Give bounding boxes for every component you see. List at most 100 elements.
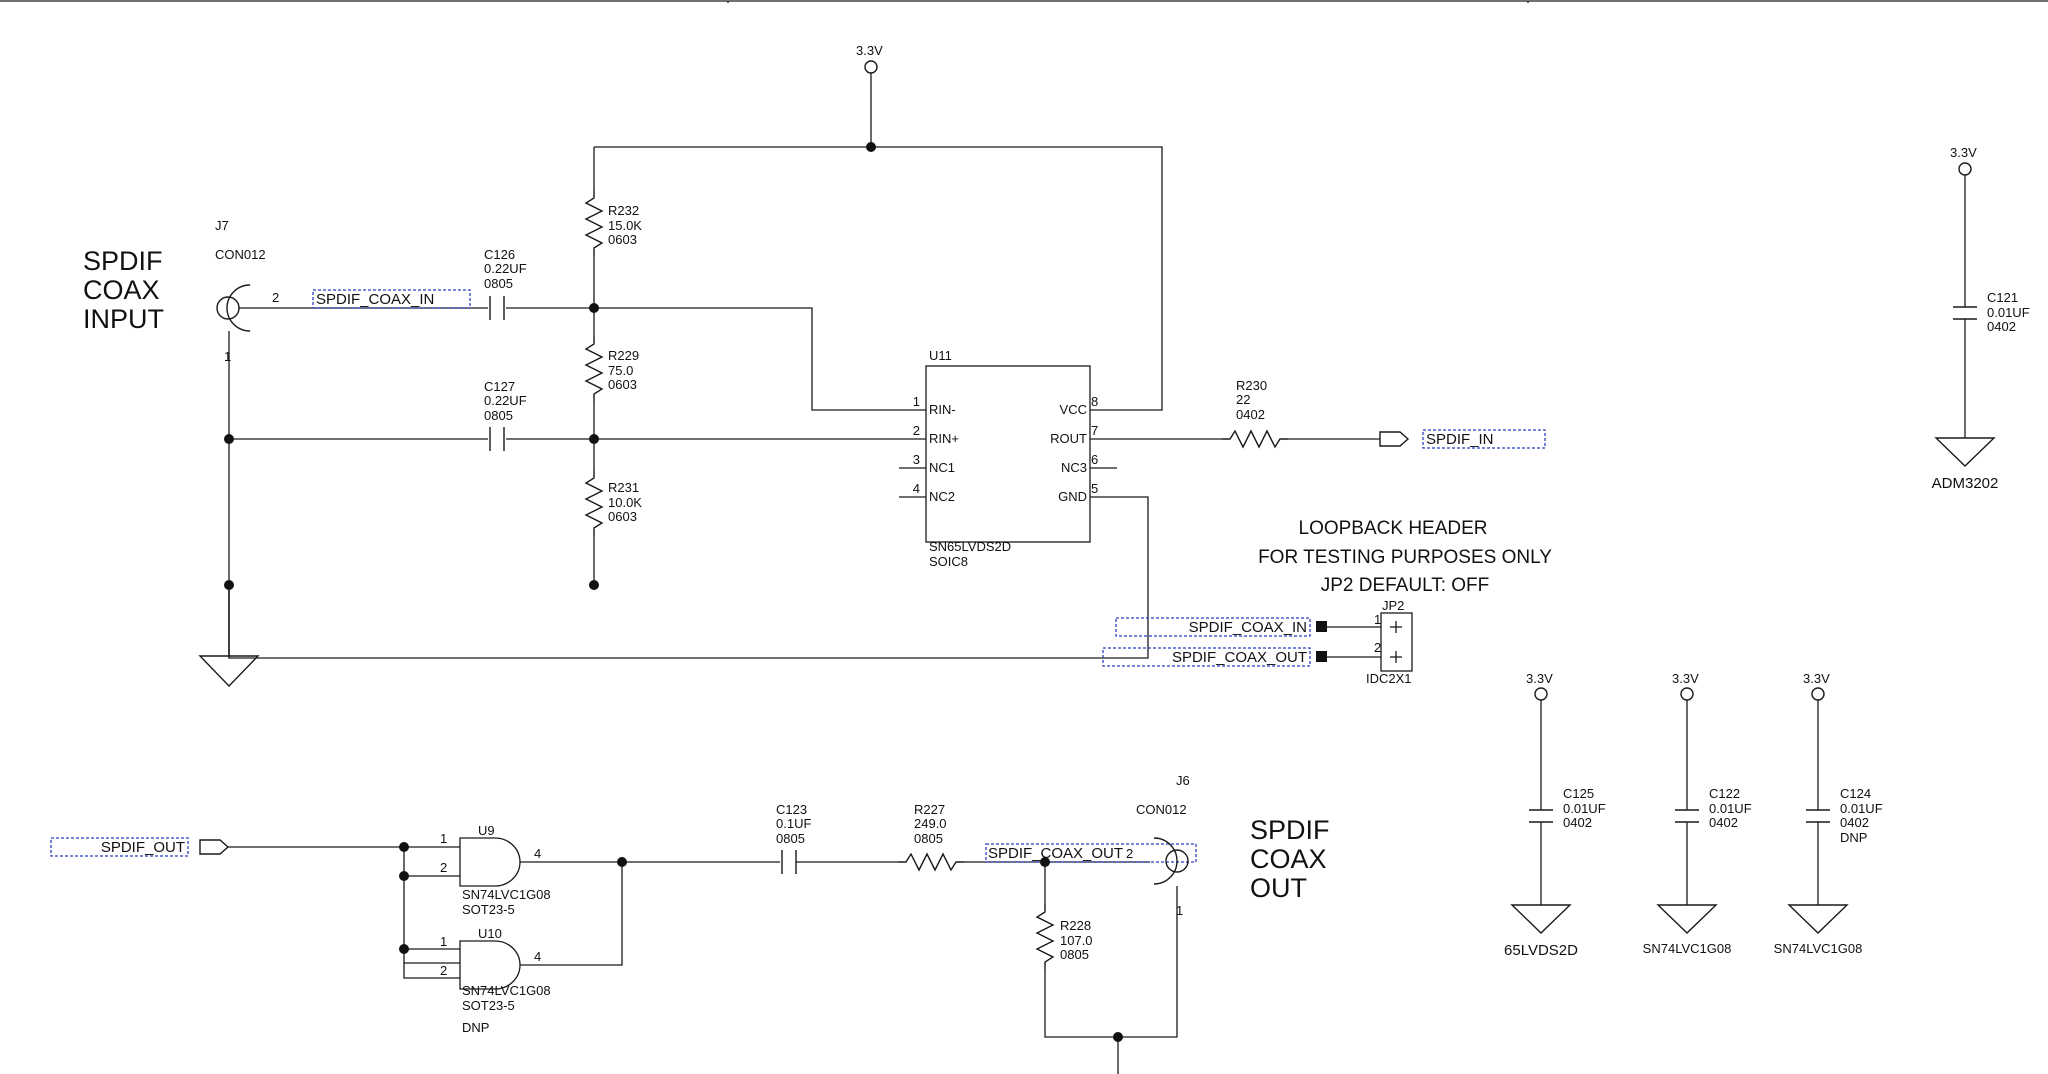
svg-text:SPDIF: SPDIF bbox=[1250, 815, 1330, 845]
svg-text:GND: GND bbox=[1058, 489, 1087, 504]
svg-text:R231: R231 bbox=[608, 480, 639, 495]
svg-text:22: 22 bbox=[1236, 392, 1250, 407]
svg-text:0402: 0402 bbox=[1709, 815, 1738, 830]
svg-text:SOT23-5: SOT23-5 bbox=[462, 902, 515, 917]
svg-text:0805: 0805 bbox=[1060, 947, 1089, 962]
svg-text:0805: 0805 bbox=[914, 831, 943, 846]
svg-text:R232: R232 bbox=[608, 203, 639, 218]
svg-text:1: 1 bbox=[440, 934, 447, 949]
svg-text:2: 2 bbox=[440, 963, 447, 978]
svg-text:15.0K: 15.0K bbox=[608, 218, 642, 233]
net-label-spdif-coax-out: SPDIF_COAX_OUT bbox=[985, 843, 1197, 863]
svg-text:C123: C123 bbox=[776, 802, 807, 817]
j6-connector: J6 CON012 2 1 bbox=[1126, 773, 1190, 918]
svg-text:1: 1 bbox=[913, 394, 920, 409]
svg-text:C126: C126 bbox=[484, 247, 515, 262]
resistor-r227: R227 249.0 0805 bbox=[898, 802, 964, 872]
svg-text:1: 1 bbox=[440, 831, 447, 846]
svg-text:IDC2X1: IDC2X1 bbox=[1366, 671, 1412, 686]
svg-text:CON012: CON012 bbox=[215, 247, 266, 262]
decoupling-c122: 3.3V C122 0.01UF 0402 SN74LVC1G08 bbox=[1643, 671, 1752, 956]
resistor-r232: R232 15.0K 0603 bbox=[584, 190, 642, 256]
svg-text:2: 2 bbox=[440, 860, 447, 875]
loopback-note: LOOPBACK HEADER FOR TESTING PURPOSES ONL… bbox=[1258, 518, 1552, 596]
svg-text:INPUT: INPUT bbox=[83, 304, 164, 334]
capacitor-c123: C123 0.1UF 0805 bbox=[776, 802, 811, 874]
net-label-jp2-in: SPDIF_COAX_IN bbox=[1115, 617, 1311, 637]
svg-text:0.1UF: 0.1UF bbox=[776, 816, 811, 831]
offpage-connector-spdif-in: SPDIF_IN bbox=[1379, 429, 1546, 449]
decoupling-c124: 3.3V C124 0.01UF 0402 DNP SN74LVC1G08 bbox=[1774, 671, 1883, 956]
svg-text:0.01UF: 0.01UF bbox=[1840, 801, 1883, 816]
junction-dot bbox=[866, 142, 876, 152]
svg-text:SN74LVC1G08: SN74LVC1G08 bbox=[1774, 941, 1863, 956]
svg-text:SPDIF_COAX_OUT: SPDIF_COAX_OUT bbox=[988, 845, 1123, 862]
svg-text:C124: C124 bbox=[1840, 786, 1871, 801]
svg-text:8: 8 bbox=[1091, 394, 1098, 409]
svg-text:SOT23-5: SOT23-5 bbox=[462, 998, 515, 1013]
svg-text:0.01UF: 0.01UF bbox=[1709, 801, 1752, 816]
svg-text:7: 7 bbox=[1091, 423, 1098, 438]
svg-text:0.22UF: 0.22UF bbox=[484, 261, 527, 276]
svg-text:75.0: 75.0 bbox=[608, 363, 633, 378]
svg-text:0603: 0603 bbox=[608, 509, 637, 524]
svg-text:2: 2 bbox=[272, 290, 279, 305]
svg-text:C125: C125 bbox=[1563, 786, 1594, 801]
wire bbox=[520, 862, 623, 966]
svg-text:2: 2 bbox=[1126, 846, 1133, 861]
svg-text:249.0: 249.0 bbox=[914, 816, 947, 831]
wire bbox=[403, 963, 460, 979]
svg-text:SPDIF_IN: SPDIF_IN bbox=[1426, 431, 1494, 448]
and-gate-u9: U9 1 2 4 SN74LVC1G08 SOT23-5 bbox=[440, 823, 551, 917]
resistor-r229: R229 75.0 0603 bbox=[584, 336, 639, 402]
svg-text:ROUT: ROUT bbox=[1050, 431, 1087, 446]
net-label-jp2-out: SPDIF_COAX_OUT bbox=[1102, 647, 1311, 667]
svg-text:CON012: CON012 bbox=[1136, 802, 1187, 817]
net-label-spdif-coax-in: SPDIF_COAX_IN bbox=[312, 289, 471, 309]
svg-text:2: 2 bbox=[1374, 640, 1381, 655]
svg-text:1: 1 bbox=[224, 349, 231, 364]
junction-dot bbox=[1113, 1032, 1123, 1042]
svg-text:3.3V: 3.3V bbox=[856, 43, 883, 58]
junction-dot bbox=[589, 303, 599, 313]
svg-text:3.3V: 3.3V bbox=[1526, 671, 1553, 686]
svg-text:3.3V: 3.3V bbox=[1803, 671, 1830, 686]
and-gate-u10: U10 1 2 4 SN74LVC1G08 SOT23-5 DNP bbox=[440, 926, 551, 1035]
resistor-r230: R230 22 0402 bbox=[1222, 378, 1288, 449]
decoupling-c125: 3.3V C125 0.01UF 0402 65LVDS2D bbox=[1504, 671, 1606, 959]
svg-text:5: 5 bbox=[1091, 481, 1098, 496]
svg-text:RIN-: RIN- bbox=[929, 402, 956, 417]
svg-text:J6: J6 bbox=[1176, 773, 1190, 788]
svg-text:4: 4 bbox=[534, 846, 541, 861]
svg-text:ADM3202: ADM3202 bbox=[1932, 475, 1999, 492]
svg-text:U11: U11 bbox=[929, 348, 952, 363]
svg-text:0805: 0805 bbox=[484, 276, 513, 291]
svg-text:65LVDS2D: 65LVDS2D bbox=[1504, 942, 1578, 959]
capacitor-c127: C127 0.22UF 0805 bbox=[484, 379, 527, 451]
svg-text:COAX: COAX bbox=[83, 275, 160, 305]
junction-dot bbox=[617, 857, 627, 867]
svg-text:0805: 0805 bbox=[484, 408, 513, 423]
svg-text:0402: 0402 bbox=[1236, 407, 1265, 422]
svg-text:DNP: DNP bbox=[1840, 830, 1867, 845]
svg-text:SN74LVC1G08: SN74LVC1G08 bbox=[462, 983, 551, 998]
svg-text:0402: 0402 bbox=[1840, 815, 1869, 830]
svg-text:OUT: OUT bbox=[1250, 873, 1307, 903]
offpage-connector-spdif-out bbox=[199, 839, 230, 855]
junction-dot bbox=[399, 871, 409, 881]
header-jp2: JP2 1 2 IDC2X1 bbox=[1316, 598, 1413, 686]
svg-text:SPDIF: SPDIF bbox=[83, 246, 163, 276]
wire bbox=[506, 307, 926, 411]
resistor-r231: R231 10.0K 0603 bbox=[584, 470, 642, 536]
svg-text:4: 4 bbox=[913, 481, 920, 496]
ic-u11: U11 SN65LVDS2D SOIC8 1 RIN- 2 RIN+ 3 NC1… bbox=[899, 348, 1117, 569]
svg-text:DNP: DNP bbox=[462, 1020, 489, 1035]
svg-text:FOR TESTING PURPOSES ONLY: FOR TESTING PURPOSES ONLY bbox=[1258, 547, 1552, 568]
svg-text:2: 2 bbox=[913, 423, 920, 438]
svg-text:SPDIF_OUT: SPDIF_OUT bbox=[101, 839, 185, 856]
junction-dot bbox=[399, 944, 409, 954]
svg-text:SPDIF_COAX_IN: SPDIF_COAX_IN bbox=[316, 291, 434, 308]
svg-text:SPDIF_COAX_IN: SPDIF_COAX_IN bbox=[1189, 619, 1307, 636]
svg-text:3: 3 bbox=[913, 452, 920, 467]
svg-text:U9: U9 bbox=[478, 823, 495, 838]
